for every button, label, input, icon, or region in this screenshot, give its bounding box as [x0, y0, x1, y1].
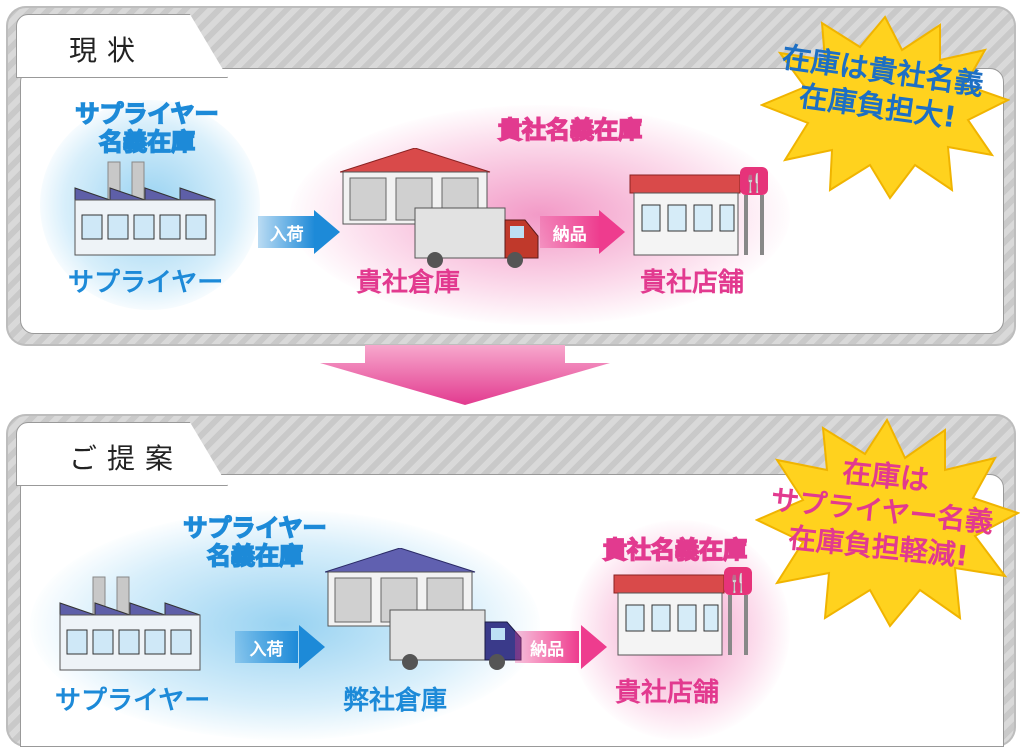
current-supplier-label: サプライヤー	[68, 268, 224, 298]
proposal-arrival-arrow: 入荷	[235, 625, 325, 669]
current-tab-label: 現状	[69, 34, 146, 67]
current-arrival-arrow: 入荷	[258, 210, 340, 254]
current-store-icon: 🍴	[629, 167, 768, 256]
proposal-tab-label: ご提案	[69, 442, 184, 475]
proposal-supplier-blob-label-2: 名義在庫	[206, 541, 304, 571]
svg-text:🍴: 🍴	[743, 172, 765, 194]
proposal-warehouse-label: 弊社倉庫	[343, 686, 448, 716]
current-supplier-blob-label-1: サプライヤー	[75, 99, 220, 129]
proposal-warehouse-icon	[325, 548, 522, 670]
proposal-store-label: 貴社店舗	[615, 678, 720, 708]
proposal-delivery-arrow-label: 納品	[530, 640, 565, 660]
proposal-arrival-arrow-label: 入荷	[249, 640, 284, 660]
current-tab: 現状	[16, 14, 228, 78]
proposal-supplier-label: サプライヤー	[55, 686, 211, 716]
proposal-factory-icon	[59, 576, 201, 671]
current-arrival-arrow-label: 入荷	[269, 225, 304, 245]
current-delivery-arrow: 納品	[540, 210, 625, 254]
proposal-company-blob-label: 貴社名義在庫	[602, 535, 748, 565]
current-company-blob-label: 貴社名義在庫	[497, 115, 643, 145]
current-delivery-arrow-label: 納品	[552, 225, 587, 245]
proposal-burst-shape	[755, 418, 1020, 628]
transition-down-arrow	[320, 345, 610, 405]
current-store-label: 貴社店舗	[640, 268, 745, 298]
current-factory-icon	[74, 161, 216, 256]
current-supplier-blob-label-2: 名義在庫	[98, 127, 196, 157]
proposal-tab: ご提案	[16, 422, 228, 486]
current-warehouse-icon	[340, 148, 539, 268]
proposal-supplier-blob-label-1: サプライヤー	[183, 513, 328, 543]
proposal-delivery-arrow: 納品	[515, 625, 607, 669]
current-warehouse-label: 貴社倉庫	[356, 268, 461, 298]
svg-text:🍴: 🍴	[727, 572, 749, 594]
proposal-store-icon: 🍴	[613, 567, 752, 656]
current-burst-shape	[760, 15, 1010, 200]
